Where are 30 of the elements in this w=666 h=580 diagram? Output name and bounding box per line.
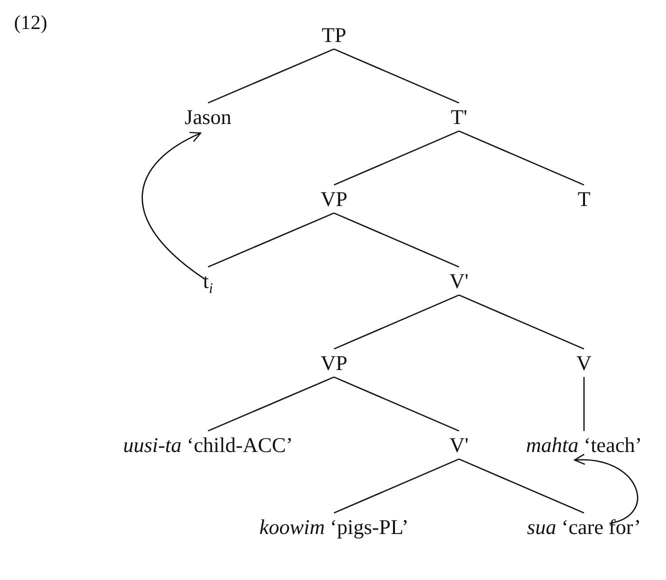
tree-branch (458, 130, 584, 186)
tree-node-label: V' (448, 268, 470, 294)
tree-node-label: V' (448, 432, 470, 458)
example-number: (12) (14, 12, 48, 35)
tree-branch (334, 458, 460, 514)
tree-branch (208, 48, 334, 104)
tree-node-label: uusi-ta ‘child-ACC’ (122, 432, 294, 458)
movement-arrow (142, 132, 204, 280)
tree-node-label: mahta ‘teach’ (524, 432, 644, 458)
tree-branch (334, 212, 460, 268)
tree-node-label: Jason (184, 104, 232, 130)
tree-branch (334, 48, 460, 104)
tree-branch (583, 377, 585, 431)
tree-branch (334, 130, 460, 186)
tree-branch (458, 458, 584, 514)
tree-branch (208, 212, 334, 268)
tree-node-label: T' (450, 104, 468, 130)
tree-node-label: T (576, 186, 592, 212)
tree-node-label: V (575, 350, 593, 376)
movement-arrow (574, 454, 638, 524)
tree-node-label: sua ‘care for’ (526, 514, 642, 540)
tree-branch (334, 376, 460, 432)
tree-node-label: VP (320, 186, 348, 212)
tree-node-label: VP (320, 350, 348, 376)
tree-node-label: koowim ‘pigs-PL’ (258, 514, 410, 540)
tree-node-label: TP (320, 22, 348, 48)
tree-branch (334, 294, 460, 350)
tree-node-label: t$_{i}$ (202, 268, 214, 294)
tree-branch (458, 294, 584, 350)
tree-branch (208, 376, 334, 432)
